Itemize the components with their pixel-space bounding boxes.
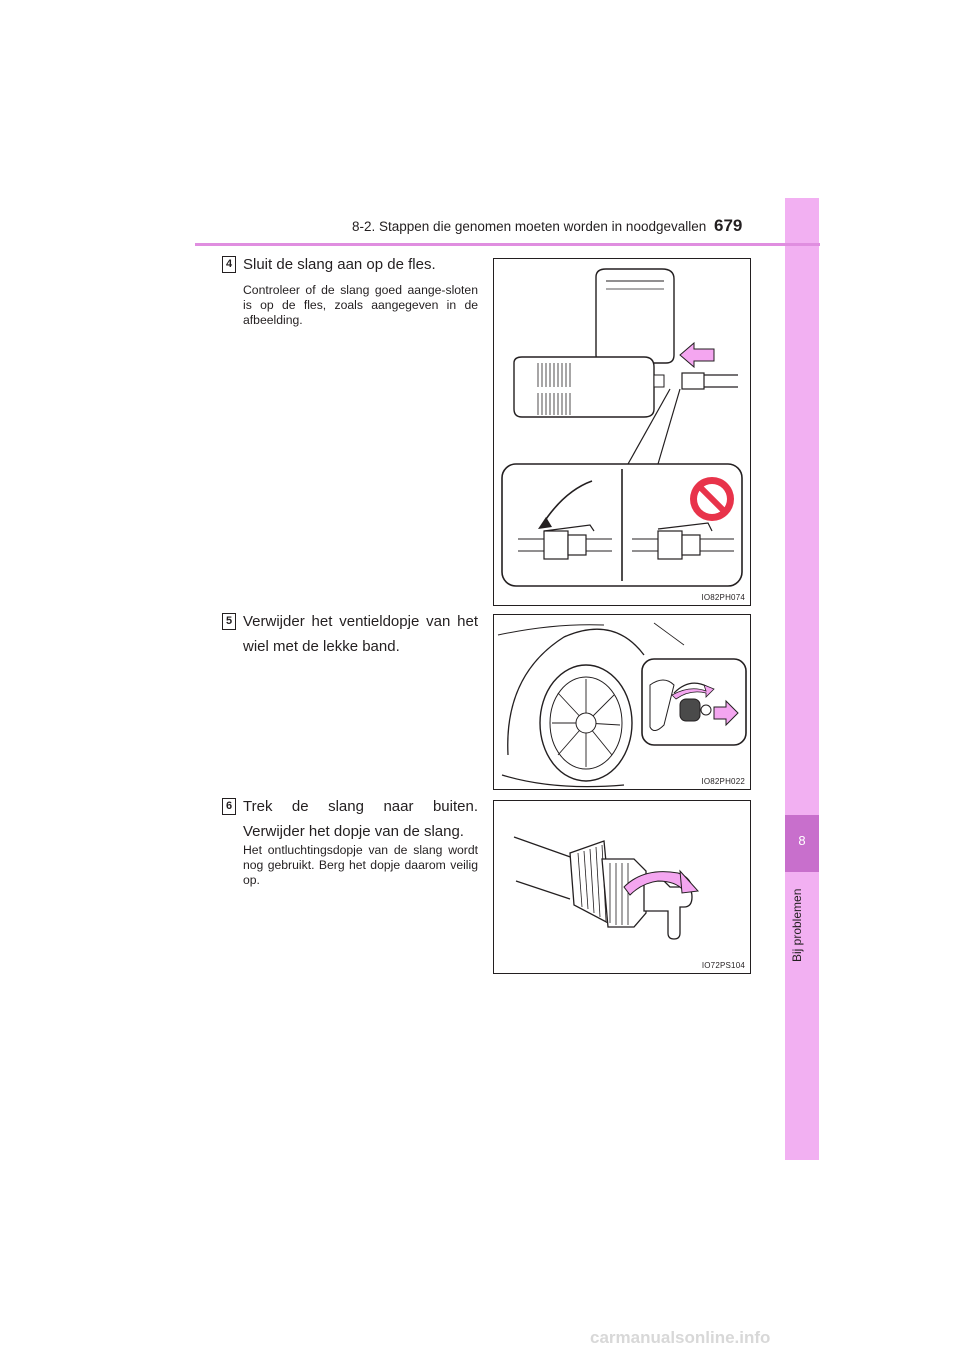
step-4-title: Sluit de slang aan op de fles. xyxy=(243,256,436,273)
step-number-6: 6 xyxy=(222,798,236,815)
figure-code: IO82PH074 xyxy=(701,593,745,602)
step-5-title: Verwijder het ventieldopje van het wiel … xyxy=(243,613,478,655)
step-number-4: 4 xyxy=(222,256,236,273)
valve-cap-illustration xyxy=(497,622,747,788)
watermark: carmanualsonline.info xyxy=(590,1328,771,1347)
step-6-title: Trek de slang naar buiten. Verwijder het… xyxy=(243,798,478,840)
figure-code: IO72PS104 xyxy=(701,961,745,970)
header-rule xyxy=(195,243,820,246)
chapter-number: 8 xyxy=(798,833,806,848)
chapter-side-tab xyxy=(785,198,819,1160)
hose-bottle-illustration xyxy=(501,268,743,587)
figure-code: IO82PH022 xyxy=(701,777,745,786)
hose-cap-illustration xyxy=(513,836,700,940)
figure-hose-bottle: IO82PH074 xyxy=(493,258,751,606)
figure-hose-cap: IO72PS104 xyxy=(493,800,751,974)
page-number: 679 xyxy=(714,216,743,235)
step-6-note: Het ontluchtingsdopje van de slang wordt… xyxy=(243,843,478,887)
section-header: 8-2. Stappen die genomen moeten worden i… xyxy=(352,219,707,234)
step-4-note: Controleer of de slang goed aange-sloten… xyxy=(243,283,478,327)
chapter-label: Bij problemen xyxy=(790,888,804,962)
figure-valve-cap: IO82PH022 xyxy=(493,614,751,790)
chapter-tab-active[interactable] xyxy=(785,815,819,872)
step-number-5: 5 xyxy=(222,613,236,630)
